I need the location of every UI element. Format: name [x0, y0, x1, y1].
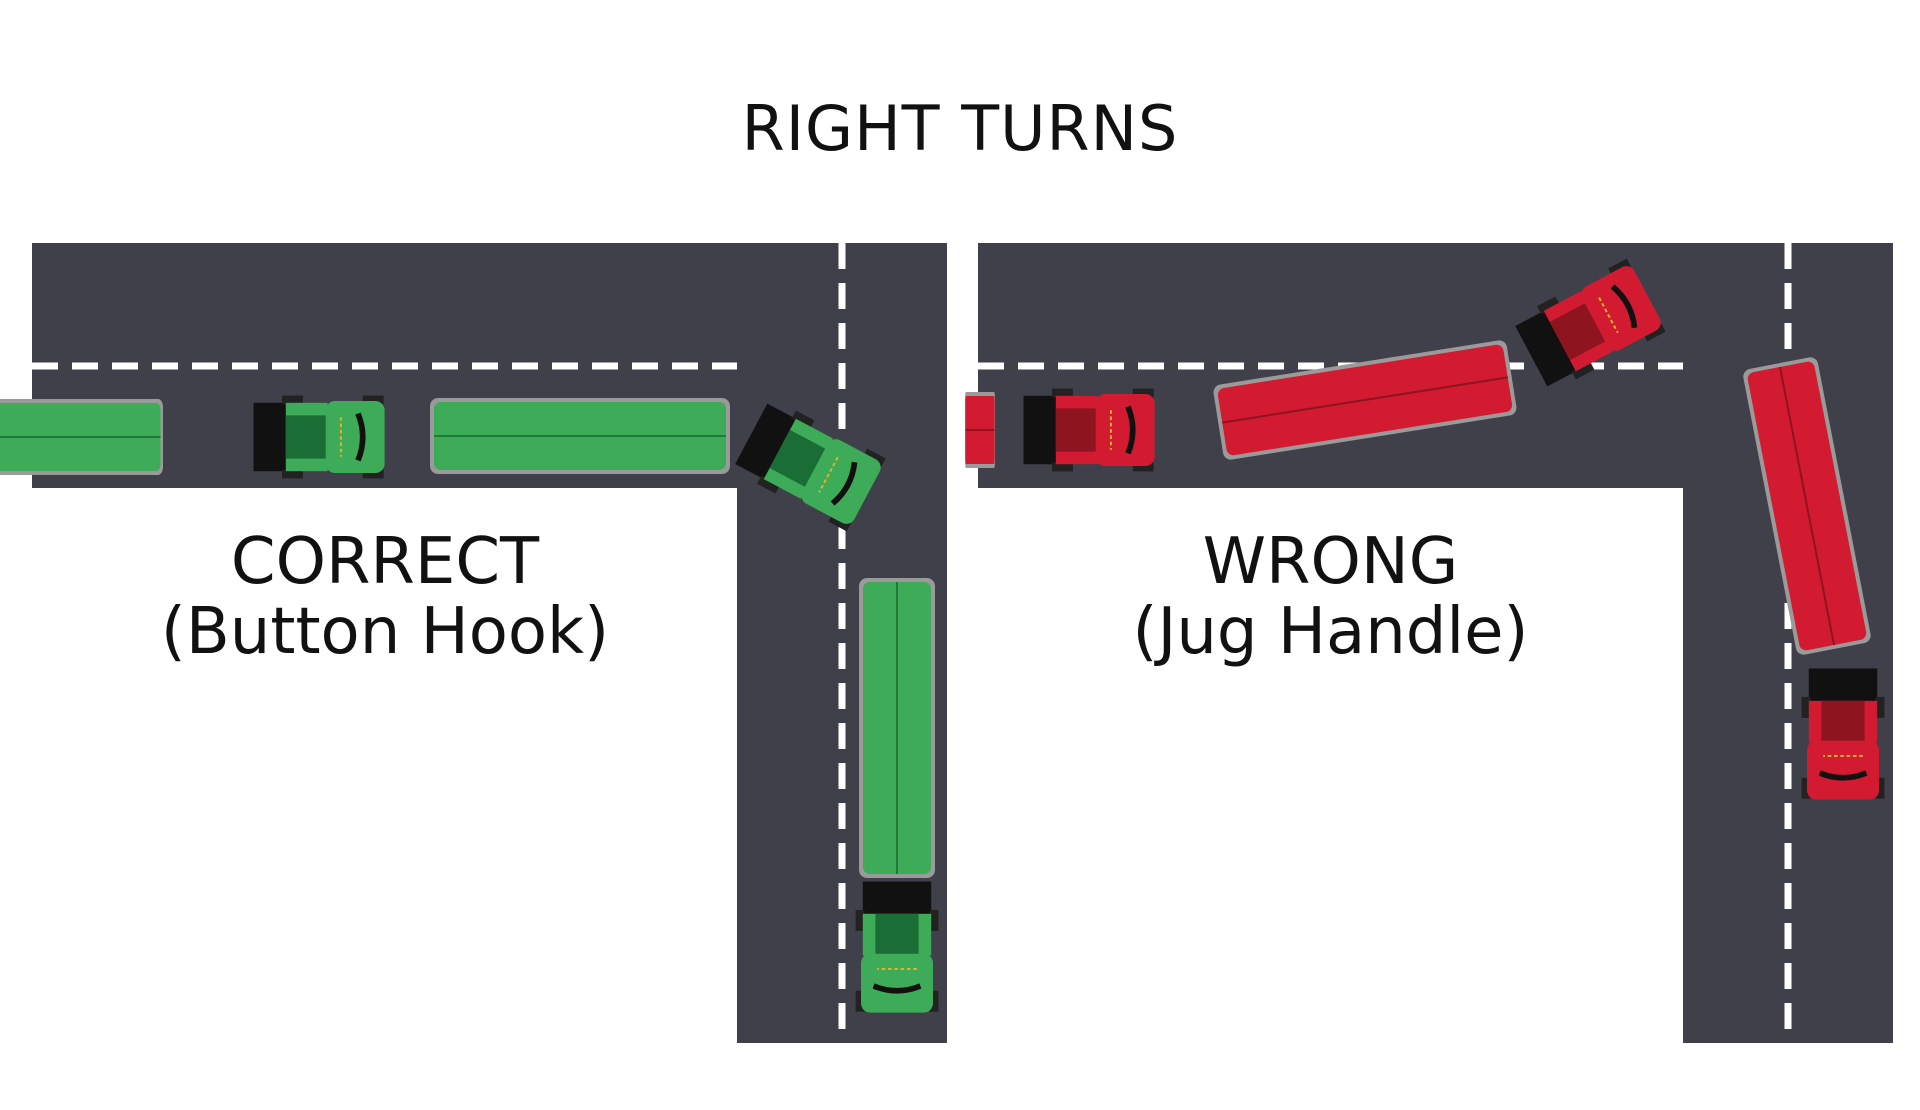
correct-subheading: (Button Hook) — [160, 595, 610, 669]
green-truck-finished — [856, 577, 939, 1013]
red-truck-straight — [964, 389, 1155, 472]
diagram-title: RIGHT TURNS — [741, 92, 1179, 165]
wrong-subheading: (Jug Handle) — [1132, 595, 1529, 669]
correct-label: CORRECT (Button Hook) — [40, 527, 730, 667]
correct-heading: CORRECT — [230, 525, 540, 599]
wrong-label: WRONG (Jug Handle) — [1018, 527, 1643, 667]
wrong-heading: WRONG — [1202, 525, 1459, 599]
